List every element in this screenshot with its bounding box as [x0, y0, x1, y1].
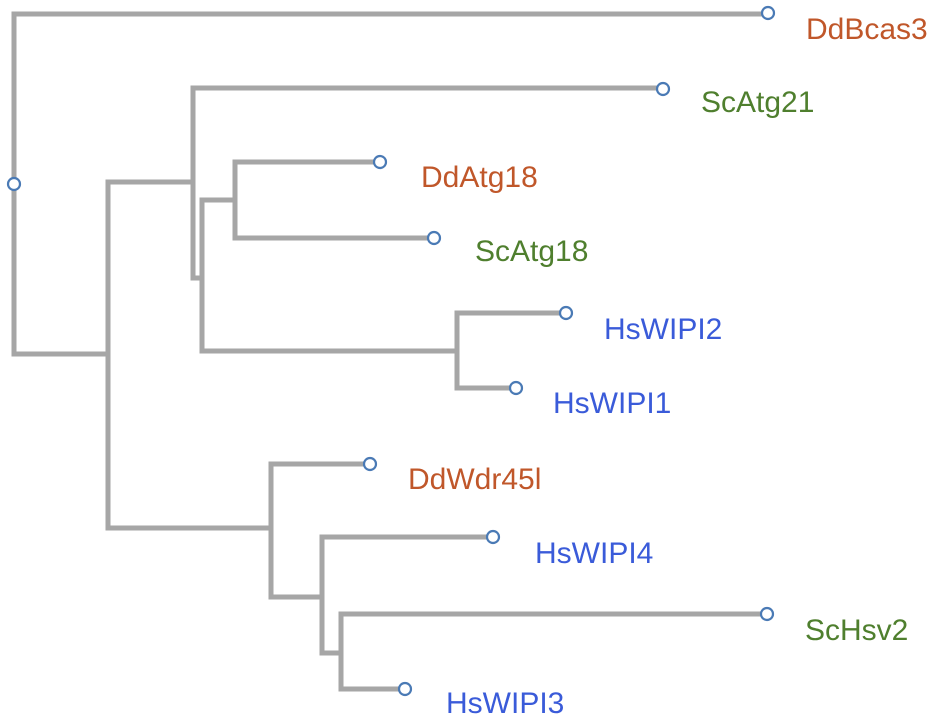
leaf-node-hswipi3	[397, 681, 413, 697]
leaf-node-schsv2	[759, 606, 775, 622]
leaf-node-ddwdr45l	[362, 456, 378, 472]
leaf-node-hswipi2	[558, 305, 574, 321]
leaf-label-scatg21: ScAtg21	[701, 86, 814, 119]
leaf-label-hswipi3: HsWIPI3	[446, 687, 564, 720]
leaf-label-schsv2: ScHsv2	[805, 614, 908, 647]
leaf-label-ddwdr45l: DdWdr45l	[408, 463, 541, 496]
leaf-label-hswipi2: HsWIPI2	[604, 313, 722, 346]
tree-branches	[11, 11, 769, 692]
leaf-node-ddbcas3	[760, 5, 776, 21]
leaf-node-hswipi1	[508, 380, 524, 396]
leaf-label-ddbcas3: DdBcas3	[806, 13, 928, 46]
leaf-node-scatg21	[655, 81, 671, 97]
leaf-label-scatg18: ScAtg18	[475, 235, 588, 268]
leaf-labels: DdBcas3 ScAtg21 DdAtg18 ScAtg18 HsWIPI2 …	[408, 13, 928, 720]
leaf-node-ddatg18	[372, 154, 388, 170]
leaf-node-scatg18	[426, 230, 442, 246]
leaf-label-hswipi4: HsWIPI4	[535, 537, 653, 570]
leaf-label-ddatg18: DdAtg18	[421, 161, 538, 194]
root-node	[6, 176, 22, 192]
leaf-node-hswipi4	[485, 529, 501, 545]
leaf-label-hswipi1: HsWIPI1	[553, 387, 671, 420]
tree-nodes	[6, 5, 776, 697]
